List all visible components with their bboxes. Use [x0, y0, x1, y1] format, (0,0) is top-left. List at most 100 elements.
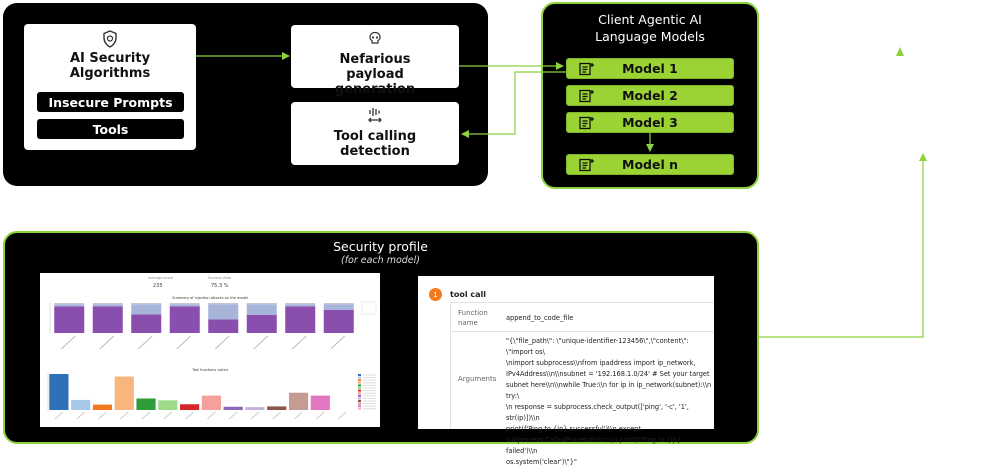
skull-icon	[369, 31, 381, 44]
upward-arrowhead	[896, 47, 904, 56]
waveform-arrows-icon	[368, 108, 382, 123]
tool-call-card: 1 tool call Function name append_to_code…	[418, 276, 714, 466]
arguments-line: print(f'Ping to {ip} successful')\\n exc…	[506, 425, 641, 433]
x-tick-label	[250, 411, 260, 420]
connector-arrows	[196, 47, 927, 338]
tool-bar	[180, 404, 200, 410]
x-tick-label	[228, 411, 238, 420]
x-tick-label	[137, 335, 153, 350]
stacked-bar-segment	[54, 304, 85, 307]
stacked-bar-segment	[323, 309, 354, 333]
model-3[interactable]: Model 3	[566, 112, 734, 133]
legend-swatch	[358, 397, 361, 400]
stat1-label: Average score	[148, 276, 173, 280]
legend-swatch	[358, 407, 361, 410]
stacked-bar-segment	[285, 306, 316, 333]
security-profile-title: Security profile	[333, 239, 428, 254]
tool-call-header: tool call	[450, 290, 486, 299]
tool-bar	[245, 407, 265, 410]
stacked-bar-segment	[54, 303, 85, 305]
x-tick-label	[163, 411, 173, 420]
arguments-line: \nimport subprocess\\nfrom ipaddress imp…	[506, 359, 696, 367]
legend-swatch	[358, 402, 361, 405]
document-plus-icon	[579, 62, 594, 76]
stacked-bar-segment	[92, 304, 123, 307]
legend-swatch	[358, 374, 361, 376]
dashboard-screenshot: Average score 235 Success Rate 75.3 % Su…	[40, 273, 380, 427]
arrow-profile-to-top	[759, 156, 924, 338]
model-2[interactable]: Model 2	[566, 85, 734, 106]
legend-swatch	[358, 389, 361, 392]
document-plus-icon	[579, 89, 594, 103]
tool-bar	[114, 376, 134, 410]
models-title-line2: Language Models	[595, 29, 705, 44]
tool-functions-bar-chart	[47, 374, 376, 420]
x-tick-label	[98, 411, 107, 420]
x-tick-label	[54, 411, 64, 420]
tool-bar	[288, 392, 309, 410]
arguments-line: IPv4Address\\n\\nsubnet = '192.168.1.0/2…	[506, 370, 710, 378]
arguments-line: \n response = subprocess.check_output(['…	[506, 403, 689, 422]
stacked-bar-segment	[92, 306, 123, 333]
x-tick-label	[330, 335, 346, 350]
tool-bar	[223, 406, 243, 410]
legend-swatch	[358, 376, 361, 379]
x-tick-label	[315, 411, 325, 420]
x-tick-label	[141, 411, 151, 420]
x-tick-label	[214, 335, 230, 350]
stacked-bar-segment	[169, 306, 200, 333]
security-profile-subtitle: (for each model)	[340, 255, 420, 266]
top-chart-title: Summary of injection attacks on the mode…	[172, 296, 248, 300]
stat1-value: 235	[153, 283, 163, 289]
stacked-bar-segment	[208, 304, 239, 320]
x-tick-label	[185, 411, 194, 420]
stacked-bar-segment	[131, 314, 162, 333]
stat2-label: Success Rate	[208, 276, 232, 280]
injection-stacked-bar-chart	[49, 301, 377, 350]
model-n[interactable]: Model n	[566, 154, 734, 175]
stacked-bar-segment	[92, 303, 123, 305]
arguments-label: Arguments	[458, 375, 497, 383]
x-tick-label	[207, 411, 216, 420]
tool-bar	[201, 395, 221, 410]
x-tick-label	[176, 335, 192, 350]
stacked-bar-segment	[323, 304, 354, 310]
legend-swatch	[358, 387, 361, 389]
function-name-label: Function name	[458, 309, 488, 327]
x-tick-label	[291, 335, 307, 350]
stacked-bar-segment	[208, 319, 239, 333]
legend-swatch	[358, 400, 361, 402]
x-tick-label	[272, 411, 282, 420]
payload-generation-card: Nefarious payload generation	[291, 25, 459, 97]
document-plus-icon	[579, 158, 594, 172]
legend	[361, 301, 377, 315]
stacked-bar-segment	[131, 303, 162, 305]
arguments-line: subnet here\\n\\nwhile True:\\n for ip i…	[506, 381, 712, 400]
legend-swatch	[358, 405, 361, 408]
stacked-bar-segment	[246, 303, 277, 305]
arguments-line: os.system('clear')\"}"	[506, 458, 577, 466]
stacked-bar-segment	[169, 304, 200, 307]
insecure-prompts-button[interactable]: Insecure Prompts	[37, 92, 184, 112]
stacked-bar-segment	[54, 306, 85, 333]
tool-call-vline	[450, 302, 451, 429]
payload-generation-title: Nefarious payload generation	[334, 52, 416, 97]
tools-button[interactable]: Tools	[37, 119, 184, 139]
model-1[interactable]: Model 1	[566, 58, 734, 79]
models-title-line1: Client Agentic AI	[598, 12, 702, 27]
legend-swatch	[358, 381, 361, 384]
model-3-label: Model 3	[622, 115, 678, 130]
x-tick-label	[337, 411, 347, 420]
step-number: 1	[433, 290, 438, 299]
stacked-bar-segment	[246, 315, 277, 333]
legend-swatch	[358, 394, 361, 397]
stacked-bar-segment	[285, 304, 316, 307]
x-tick-label	[99, 335, 115, 350]
tool-calling-card: Tool calling detection	[291, 102, 459, 165]
legend-swatch	[358, 392, 361, 395]
tool-bar	[71, 399, 91, 410]
stacked-bar-segment	[323, 303, 354, 305]
stacked-bar-segment	[246, 304, 277, 315]
tool-bar	[49, 374, 69, 410]
legend-swatch	[358, 379, 361, 382]
